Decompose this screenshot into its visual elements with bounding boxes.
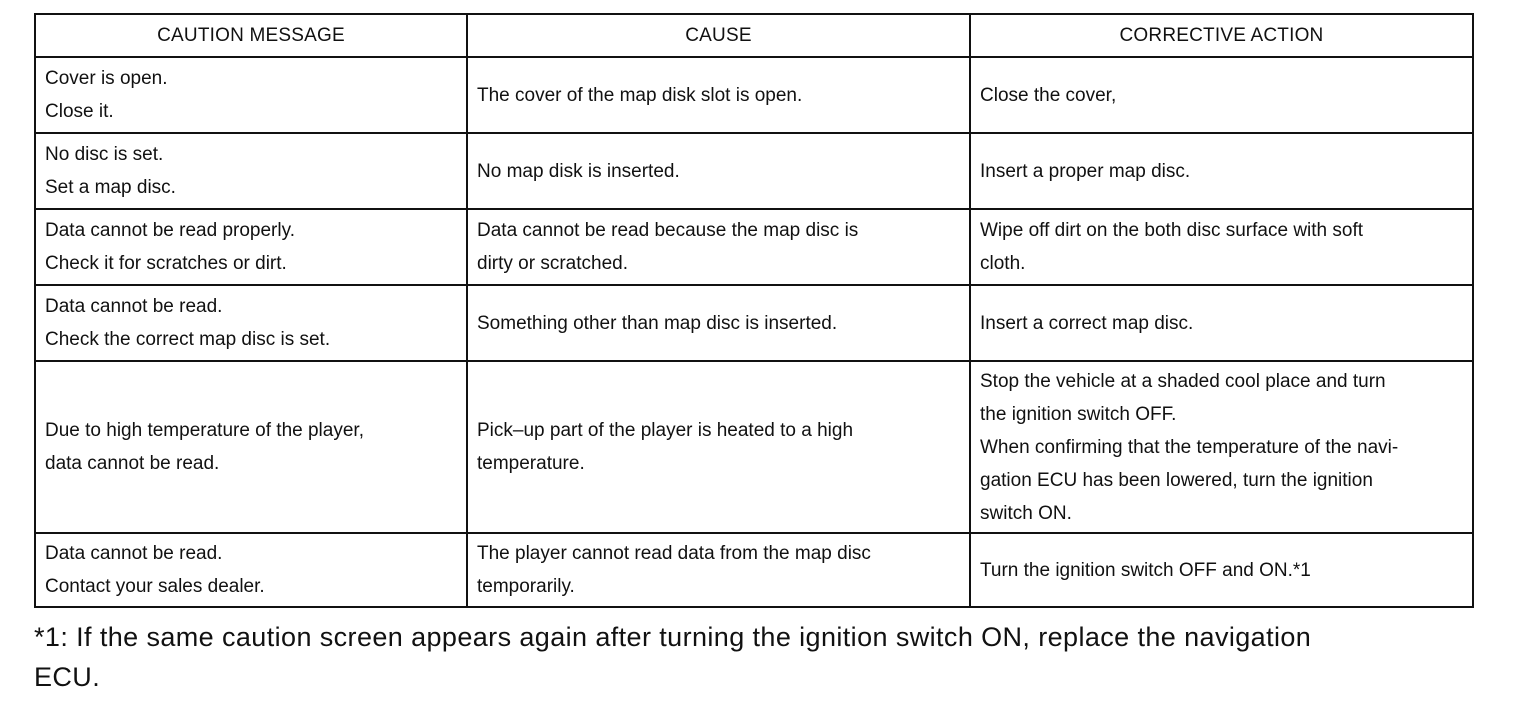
corrective-action-cell: Insert a correct map disc.	[969, 284, 1474, 362]
table-row: Data cannot be read. Contact your sales …	[34, 532, 1474, 608]
corrective-action-cell: Close the cover,	[969, 56, 1474, 134]
cell-text-line: Data cannot be read.	[45, 543, 223, 564]
caution-message-cell: No disc is set. Set a map disc.	[34, 132, 468, 210]
table-row: Cover is open. Close it. The cover of th…	[34, 56, 1474, 134]
corrective-action-cell: Stop the vehicle at a shaded cool place …	[969, 360, 1474, 534]
cell-text-line: The cover of the map disk slot is open.	[477, 84, 803, 106]
cell-text-line: Data cannot be read.	[45, 296, 223, 317]
cell-text-line: data cannot be read.	[45, 453, 220, 474]
caution-message-cell: Data cannot be read. Contact your sales …	[34, 532, 468, 608]
table-row: Due to high temperature of the player, d…	[34, 360, 1474, 534]
cell-text-line: Data cannot be read because the map disc…	[477, 220, 859, 241]
cause-cell: Data cannot be read because the map disc…	[466, 208, 971, 286]
cell-text-line: Set a map disc.	[45, 177, 176, 198]
cell-text-line: Close it.	[45, 101, 114, 122]
header-cause: CAUSE	[466, 13, 971, 58]
caution-message-table: CAUTION MESSAGE CAUSE CORRECTIVE ACTION …	[34, 13, 1474, 608]
cell-text-line: Close the cover,	[980, 84, 1117, 106]
cell-text-line: Cover is open.	[45, 68, 168, 89]
caution-message-cell: Cover is open. Close it.	[34, 56, 468, 134]
cell-text-line: switch ON.	[980, 502, 1072, 524]
cell-text-line: No disc is set.	[45, 144, 164, 165]
cell-text-line: Turn the ignition switch OFF and ON.*1	[980, 559, 1311, 581]
cell-text-line: temperature.	[477, 453, 585, 474]
cell-text-line: temporarily.	[477, 576, 575, 597]
table-row: No disc is set. Set a map disc. No map d…	[34, 132, 1474, 210]
cause-cell: The cover of the map disk slot is open.	[466, 56, 971, 134]
cause-cell: The player cannot read data from the map…	[466, 532, 971, 608]
caution-message-cell: Data cannot be read. Check the correct m…	[34, 284, 468, 362]
cell-text-line: Something other than map disc is inserte…	[477, 312, 838, 334]
corrective-action-cell: Turn the ignition switch OFF and ON.*1	[969, 532, 1474, 608]
cause-cell: Pick–up part of the player is heated to …	[466, 360, 971, 534]
cell-text-line: When confirming that the temperature of …	[980, 436, 1399, 458]
cause-cell: No map disk is inserted.	[466, 132, 971, 210]
corrective-action-cell: Wipe off dirt on the both disc surface w…	[969, 208, 1474, 286]
cell-text-line: the ignition switch OFF.	[980, 403, 1177, 425]
cause-cell: Something other than map disc is inserte…	[466, 284, 971, 362]
table-header-row: CAUTION MESSAGE CAUSE CORRECTIVE ACTION	[34, 13, 1474, 58]
cell-text-line: The player cannot read data from the map…	[477, 543, 871, 564]
corrective-action-cell: Insert a proper map disc.	[969, 132, 1474, 210]
header-caution-message: CAUTION MESSAGE	[34, 13, 468, 58]
cell-text-line: dirty or scratched.	[477, 253, 628, 274]
cell-text-line: Insert a correct map disc.	[980, 312, 1194, 334]
table-row: Data cannot be read properly. Check it f…	[34, 208, 1474, 286]
cell-text-line: Check the correct map disc is set.	[45, 329, 331, 350]
cell-text-line: Data cannot be read properly.	[45, 220, 295, 241]
table-row: Data cannot be read. Check the correct m…	[34, 284, 1474, 362]
cell-text-line: Pick–up part of the player is heated to …	[477, 420, 854, 441]
cell-text-line: Wipe off dirt on the both disc surface w…	[980, 220, 1364, 241]
footnote-line: *1: If the same caution screen appears a…	[34, 622, 1312, 652]
caution-message-cell: Data cannot be read properly. Check it f…	[34, 208, 468, 286]
cell-text-line: No map disk is inserted.	[477, 160, 680, 182]
cell-text-line: gation ECU has been lowered, turn the ig…	[980, 469, 1373, 491]
cell-text-line: Stop the vehicle at a shaded cool place …	[980, 370, 1386, 392]
footnote: *1: If the same caution screen appears a…	[34, 617, 1479, 697]
footnote-line: ECU.	[34, 662, 101, 692]
cell-text-line: Due to high temperature of the player,	[45, 420, 364, 441]
cell-text-line: Contact your sales dealer.	[45, 576, 265, 597]
cell-text-line: cloth.	[980, 253, 1026, 274]
cell-text-line: Check it for scratches or dirt.	[45, 253, 287, 274]
cell-text-line: Insert a proper map disc.	[980, 160, 1191, 182]
header-corrective-action: CORRECTIVE ACTION	[969, 13, 1474, 58]
caution-message-cell: Due to high temperature of the player, d…	[34, 360, 468, 534]
